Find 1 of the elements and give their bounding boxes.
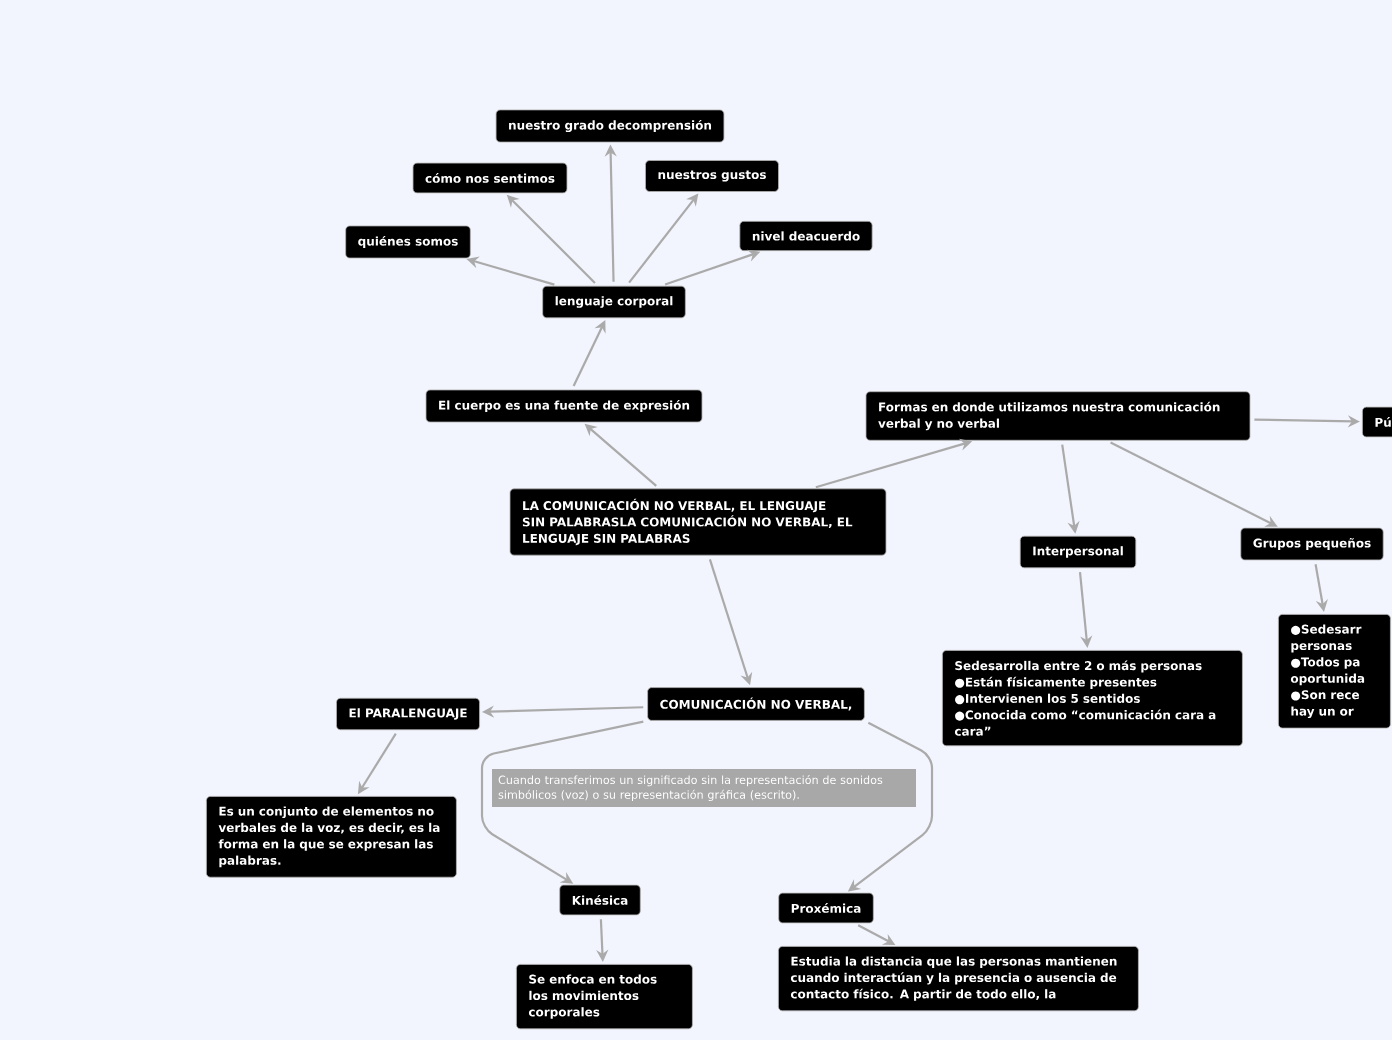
arrow xyxy=(480,720,644,884)
